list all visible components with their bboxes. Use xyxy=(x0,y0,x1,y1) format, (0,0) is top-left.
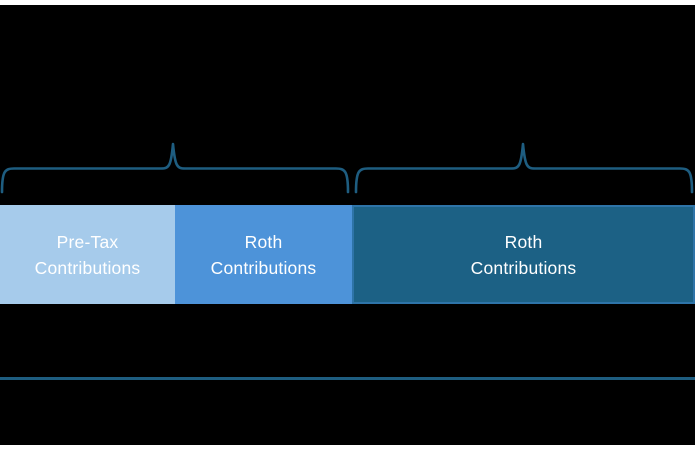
horizontal-divider-line xyxy=(0,377,695,380)
bar-pretax-contributions: Pre-Tax Contributions xyxy=(0,205,175,304)
bar-label-line1: Roth xyxy=(504,231,543,252)
bar-label-line1: Pre-Tax xyxy=(56,231,119,252)
bar-label-line2: Contributions xyxy=(210,257,317,278)
contribution-bars: Pre-Tax Contributions Roth Contributions… xyxy=(0,205,695,304)
right-brace xyxy=(354,142,694,194)
brace-group xyxy=(0,142,694,194)
bar-label-line2: Contributions xyxy=(34,257,141,278)
bar-roth-contributions-medium: Roth Contributions xyxy=(175,205,352,304)
top-margin-strip xyxy=(0,0,695,5)
bar-label-line1: Roth xyxy=(244,231,283,252)
bar-label-line2: Contributions xyxy=(470,257,577,278)
bottom-margin-strip xyxy=(0,445,695,462)
bar-roth-contributions-dark: Roth Contributions xyxy=(352,205,695,304)
left-brace xyxy=(0,142,350,194)
